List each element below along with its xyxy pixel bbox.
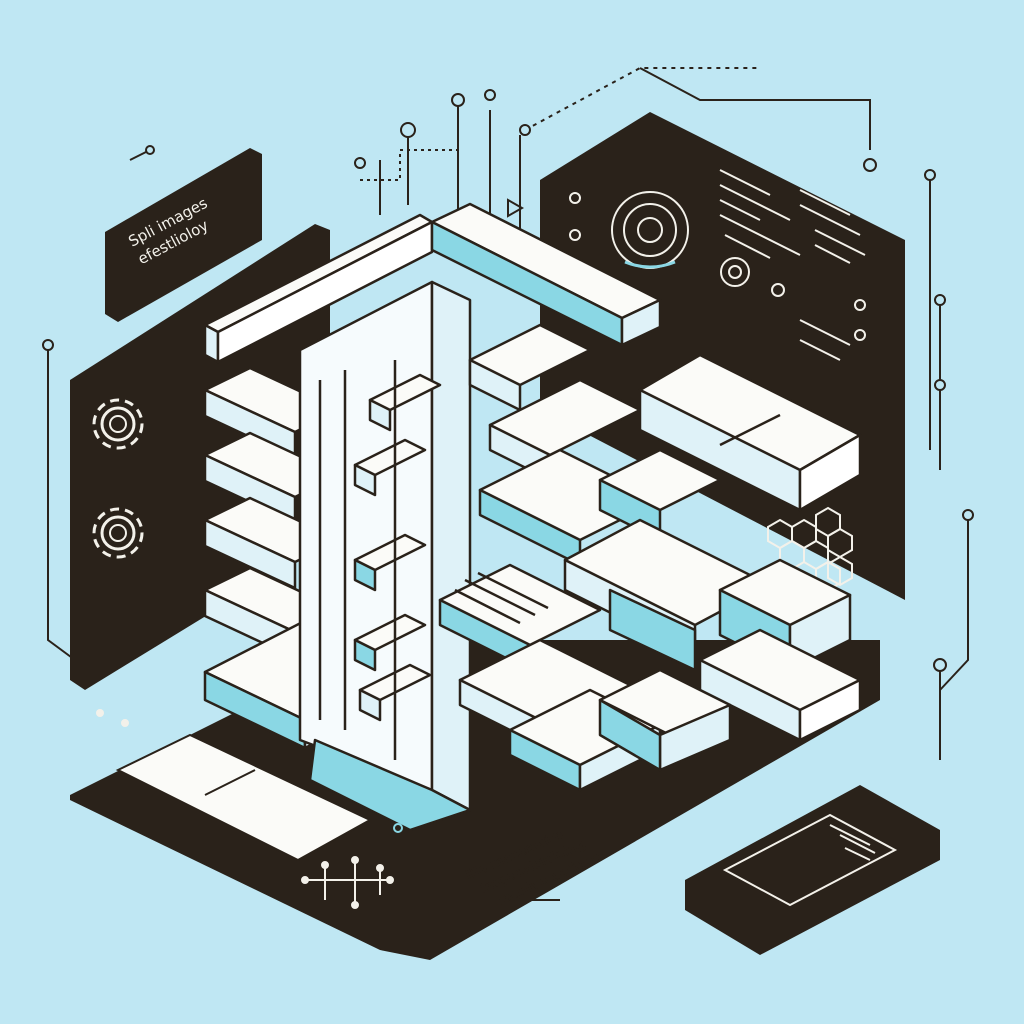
gear-icon xyxy=(92,398,144,450)
right-blocks xyxy=(508,353,862,792)
right-slabs xyxy=(430,202,662,757)
circuit-nodes xyxy=(42,89,974,672)
tablet-icon xyxy=(722,813,898,907)
gear-icon xyxy=(92,507,144,559)
base-details xyxy=(96,709,403,909)
tablet-panel xyxy=(685,785,940,955)
text-lines-icon xyxy=(719,169,866,361)
screen-window xyxy=(115,733,373,862)
play-arrow-icon xyxy=(507,198,525,218)
label-card xyxy=(105,148,262,322)
network-graph-icon xyxy=(301,856,394,909)
block-tower xyxy=(203,202,862,832)
center-column xyxy=(298,280,472,832)
target-icon xyxy=(611,191,689,269)
right-panel-details xyxy=(569,169,866,361)
